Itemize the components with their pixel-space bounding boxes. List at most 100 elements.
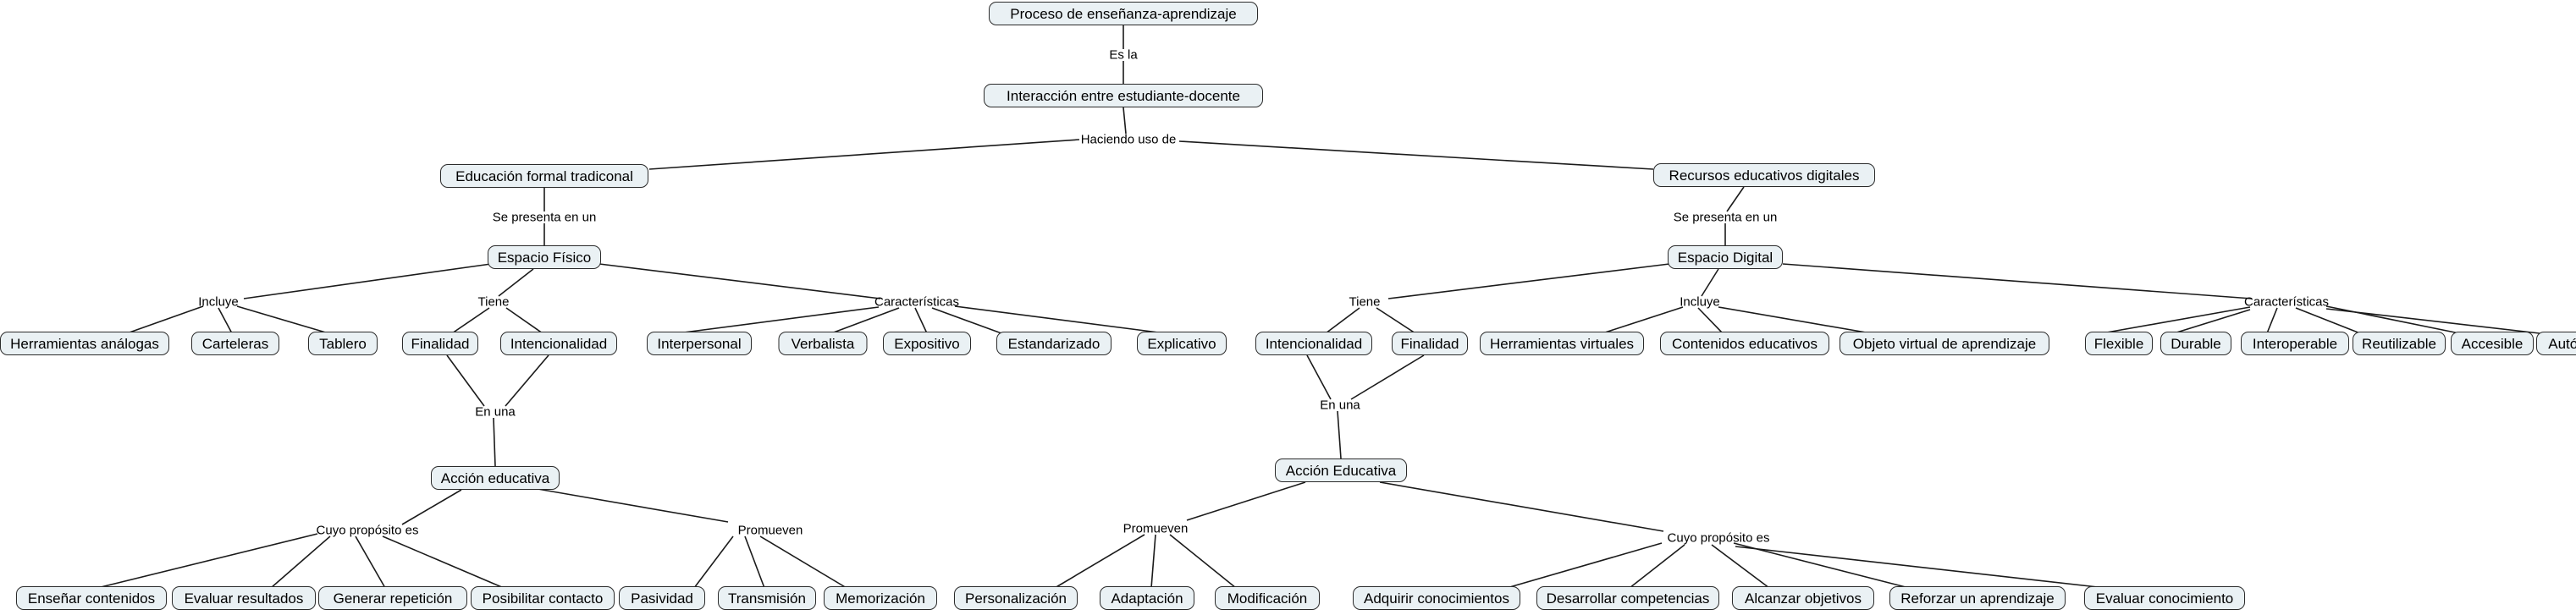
edge-L14-n36 [759, 535, 847, 589]
concept-node[interactable]: Interpersonal [647, 332, 752, 355]
edge-n10-L11 [446, 354, 485, 407]
link-label: En una [1320, 398, 1360, 413]
concept-node[interactable]: Verbalista [778, 332, 868, 355]
edge-L7-n16 [954, 305, 1166, 334]
concept-node[interactable]: Memorización [824, 586, 937, 610]
edge-L13-n32 [355, 535, 386, 589]
edge-L10-n27 [2325, 308, 2540, 334]
edge-L16-n40 [1506, 542, 1663, 589]
edge-L9-n21 [1718, 306, 1872, 334]
link-label: Tiene [477, 294, 510, 310]
link-label: Cuyo propósito es [316, 523, 419, 538]
edge-n18-L12 [1350, 354, 1425, 400]
concept-node[interactable]: Reforzar un aprendizaje [1889, 586, 2066, 610]
concept-node[interactable]: Evaluar resultados [172, 586, 316, 610]
link-label: Características [874, 294, 960, 310]
concept-node[interactable]: Interacción entre estudiante-docente [984, 84, 1263, 107]
edge-n11-L11 [505, 354, 549, 407]
edge-L5-n8 [218, 307, 233, 334]
concept-node[interactable]: Explicativo [1137, 332, 1227, 355]
concept-node[interactable]: Generar repetición [318, 586, 467, 610]
concept-node[interactable]: Finalidad [1392, 332, 1468, 355]
concept-node[interactable]: Evaluar conocimiento [2084, 586, 2245, 610]
concept-node[interactable]: Pasividad [619, 586, 705, 610]
link-label: Es la [1109, 47, 1138, 63]
concept-node[interactable]: Adaptación [1100, 586, 1194, 610]
link-label: Haciendo uso de [1080, 132, 1177, 147]
concept-node[interactable]: Recursos educativos digitales [1653, 163, 1875, 187]
link-label: Características [2243, 294, 2330, 310]
edge-L5-n9 [236, 305, 329, 334]
concept-node[interactable]: Accesible [2451, 332, 2534, 355]
edge-L10-n26 [2325, 305, 2460, 334]
concept-node[interactable]: Acción Educativa [1275, 459, 1407, 482]
link-label: Promueven [737, 523, 803, 538]
edge-n6-L8 [1387, 263, 1670, 299]
concept-node[interactable]: Intencionalidad [1255, 332, 1372, 355]
edge-L16-n43 [1733, 542, 1910, 589]
concept-node[interactable]: Proceso de enseñanza-aprendizaje [989, 2, 1258, 25]
concept-node[interactable]: Personalización [954, 586, 1078, 610]
concept-node[interactable]: Objeto virtual de aprendizaje [1840, 332, 2049, 355]
concept-node[interactable]: Intencionalidad [500, 332, 617, 355]
concept-node[interactable]: Autónomo [2536, 332, 2576, 355]
edge-L16-n41 [1629, 544, 1685, 589]
link-label: En una [475, 404, 516, 420]
edge-L7-n15 [931, 307, 1002, 334]
concept-node[interactable]: Modificación [1215, 586, 1320, 610]
edge-L13-n31 [270, 535, 331, 589]
concept-node[interactable]: Educación formal tradiconal [440, 164, 648, 188]
edge-L16-n44 [1735, 546, 2106, 589]
edge-L14-n35 [744, 535, 765, 589]
concept-node[interactable]: Adquirir conocimientos [1353, 586, 1520, 610]
link-label: Se presenta en un [1673, 210, 1778, 225]
concept-node[interactable]: Posibilitar contacto [471, 586, 615, 610]
edge-L15-n38 [1150, 534, 1156, 589]
concept-node[interactable]: Espacio Digital [1668, 245, 1783, 269]
concept-node[interactable]: Reutilizable [2353, 332, 2446, 355]
edge-n6-L9 [1701, 268, 1719, 297]
edge-L16-n42 [1711, 544, 1770, 589]
edge-L2-n3 [648, 139, 1080, 170]
edge-n6-L10 [1782, 263, 2253, 299]
concept-node[interactable]: Flexible [2085, 332, 2153, 355]
concept-node[interactable]: Expositivo [883, 332, 971, 355]
concept-node[interactable]: Interoperable [2241, 332, 2349, 355]
concept-node[interactable]: Contenidos educativos [1660, 332, 1829, 355]
edge-L15-n39 [1169, 534, 1237, 589]
edge-n5-L7 [598, 263, 881, 299]
edge-L6-n11 [505, 307, 543, 334]
edge-L10-n24 [2266, 307, 2278, 334]
edge-n5-L5 [243, 263, 492, 299]
concept-node[interactable]: Espacio Físico [488, 245, 601, 269]
edge-L10-n22 [2101, 306, 2251, 334]
edge-n2-L2 [1123, 107, 1127, 135]
edge-L8-n17 [1325, 307, 1360, 334]
link-label: Promueven [1123, 521, 1189, 536]
edge-L2-n4 [1178, 140, 1654, 170]
link-label: Incluye [198, 294, 239, 310]
concept-node[interactable]: Herramientas virtuales [1480, 332, 1644, 355]
edge-L10-n23 [2173, 309, 2251, 334]
link-label: Incluye [1680, 294, 1720, 310]
concept-node[interactable]: Tablero [308, 332, 378, 355]
concept-node[interactable]: Desarrollar competencias [1536, 586, 1719, 610]
concept-node[interactable]: Finalidad [402, 332, 478, 355]
edge-L14-n34 [693, 535, 734, 589]
concept-node[interactable]: Transmisión [718, 586, 816, 610]
concept-node[interactable]: Durable [2160, 332, 2231, 355]
edge-L7-n13 [830, 307, 900, 334]
edge-L9-n20 [1697, 307, 1724, 334]
link-label: Se presenta en un [492, 210, 597, 225]
concept-node[interactable]: Estandarizado [996, 332, 1111, 355]
edge-n29-L16 [1379, 481, 1664, 532]
edge-L13-n30 [97, 533, 318, 589]
concept-node[interactable]: Enseñar contenidos [16, 586, 167, 610]
edge-n29-L15 [1186, 481, 1306, 521]
concept-node[interactable]: Herramientas análogas [0, 332, 169, 355]
concept-node[interactable]: Carteleras [191, 332, 279, 355]
concept-node[interactable]: Alcanzar objetivos [1732, 586, 1874, 610]
concept-node[interactable]: Acción educativa [431, 466, 560, 490]
